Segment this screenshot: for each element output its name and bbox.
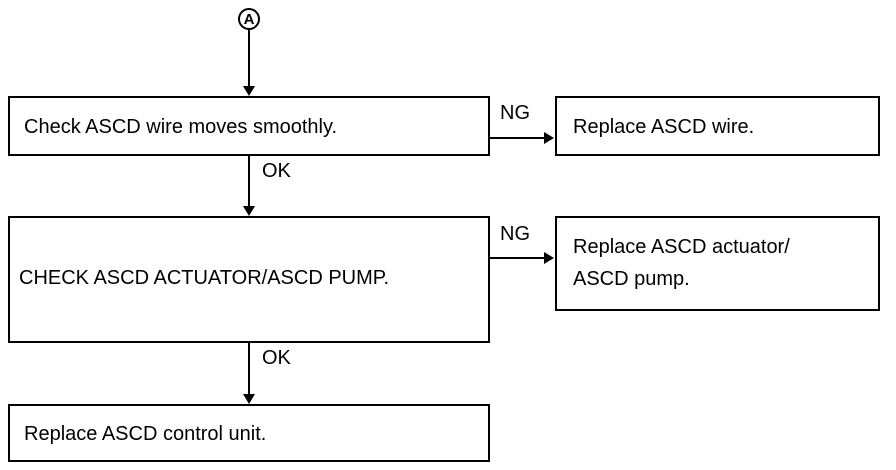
ok-label-1: OK — [262, 160, 291, 182]
ng-label-2: NG — [500, 223, 530, 245]
ng-label-1: NG — [500, 102, 530, 124]
check-wire-text: Check ASCD wire moves smoothly. — [24, 116, 338, 138]
replace-actuator-text-line1: Replace ASCD actuator/ — [573, 236, 790, 258]
replace-wire-box: Replace ASCD wire. — [555, 96, 880, 156]
arrowhead-ok-1 — [243, 206, 255, 216]
arrowhead-ng-2 — [544, 252, 554, 264]
replace-actuator-box: Replace ASCD actuator/ ASCD pump. — [555, 216, 880, 311]
check-actuator-text: CHECK ASCD ACTUATOR/ASCD PUMP. — [19, 267, 390, 289]
arrowhead-a — [243, 86, 255, 96]
ok-label-2: OK — [262, 347, 291, 369]
connector-a-label: A — [244, 11, 255, 28]
check-wire-box: Check ASCD wire moves smoothly. — [8, 96, 490, 156]
arrowhead-ng-1 — [544, 132, 554, 144]
arrowhead-ok-2 — [243, 394, 255, 404]
replace-actuator-text-line2: ASCD pump. — [573, 268, 690, 290]
replace-control-unit-text: Replace ASCD control unit. — [24, 423, 267, 445]
check-actuator-box: CHECK ASCD ACTUATOR/ASCD PUMP. — [8, 216, 490, 343]
replace-wire-text: Replace ASCD wire. — [573, 116, 755, 138]
replace-control-unit-box: Replace ASCD control unit. — [8, 404, 490, 462]
